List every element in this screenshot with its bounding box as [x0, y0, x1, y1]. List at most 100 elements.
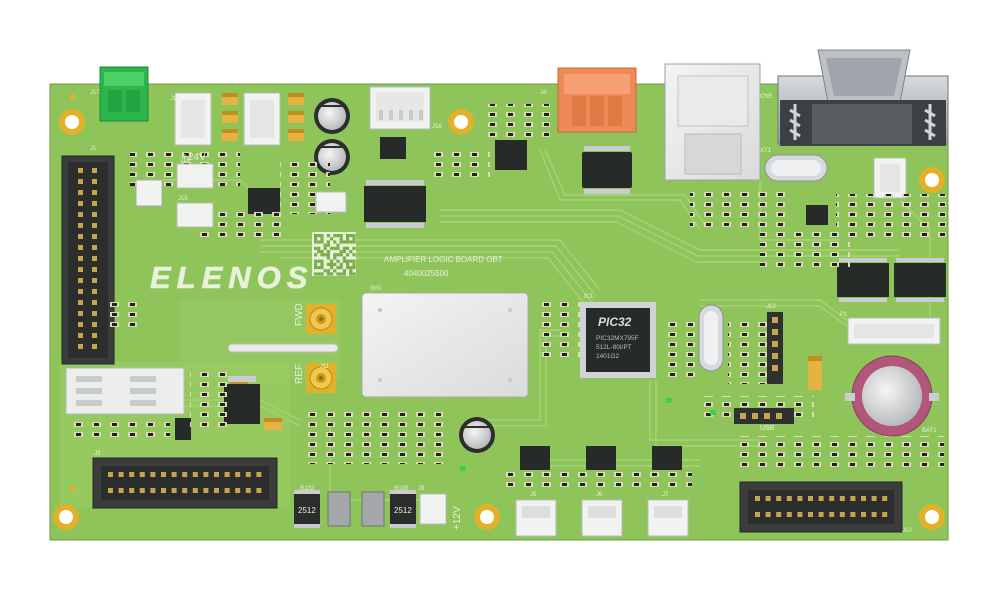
pin — [129, 472, 135, 477]
svg-text:IC1: IC1 — [584, 294, 594, 300]
pin — [818, 512, 824, 517]
pin — [314, 266, 318, 270]
pin — [78, 223, 83, 228]
pin — [797, 496, 803, 501]
crystal-vertical — [698, 304, 724, 372]
pin — [352, 259, 356, 263]
pin — [342, 240, 346, 244]
connector-slots — [522, 506, 682, 518]
pin — [339, 234, 343, 238]
inductors — [327, 491, 385, 527]
small-connectors — [176, 163, 447, 525]
pin — [92, 278, 97, 283]
svg-text:J6: J6 — [596, 492, 603, 498]
pin — [861, 496, 866, 501]
pin — [182, 488, 188, 493]
pin — [797, 512, 803, 517]
pin — [161, 488, 166, 493]
pin — [314, 262, 318, 266]
pin — [326, 240, 330, 244]
pin — [92, 179, 97, 184]
pin — [320, 237, 324, 241]
pin — [330, 272, 334, 276]
pin — [78, 179, 83, 184]
pin — [139, 488, 145, 493]
pin — [871, 496, 877, 501]
pin — [352, 262, 356, 266]
pin — [78, 322, 83, 327]
wire-link — [227, 343, 339, 353]
pin — [92, 289, 97, 294]
pin — [333, 269, 337, 273]
pin — [320, 262, 324, 266]
pin — [78, 168, 83, 173]
pin — [346, 240, 350, 244]
pin — [214, 472, 219, 477]
pin — [317, 246, 321, 250]
svg-text:J9: J9 — [418, 486, 425, 492]
svg-text:J1: J1 — [90, 146, 97, 152]
pin — [818, 496, 824, 501]
pin — [203, 488, 209, 493]
pin — [352, 266, 356, 270]
pin — [349, 269, 353, 273]
pin — [118, 472, 124, 477]
pin — [192, 472, 198, 477]
pin-header-j12 — [767, 312, 783, 384]
pin — [808, 496, 813, 501]
pin — [346, 246, 350, 250]
pin — [339, 240, 343, 244]
status-leds — [460, 398, 716, 471]
pin — [330, 259, 334, 263]
pin — [92, 322, 97, 327]
box-header-j1 — [61, 155, 115, 365]
crystal-xt1 — [764, 154, 828, 182]
pin — [326, 269, 330, 273]
pin — [320, 250, 324, 254]
pin — [245, 488, 251, 493]
pin — [346, 237, 350, 241]
pin — [349, 250, 353, 254]
svg-text:ELENOS: ELENOS — [150, 260, 313, 295]
pin — [333, 246, 337, 250]
pin — [352, 272, 356, 276]
pin — [92, 311, 97, 316]
pin — [333, 234, 337, 238]
svg-text:CN5: CN5 — [760, 94, 773, 100]
rf-connector-fwd — [306, 304, 336, 334]
pin — [346, 234, 350, 238]
pin — [150, 472, 156, 477]
tantalum-capacitors — [222, 93, 822, 430]
mounting-holes — [53, 94, 945, 530]
brand-logo: ELENOS — [150, 260, 313, 296]
pin — [78, 333, 83, 338]
pin — [336, 246, 340, 250]
pin — [78, 212, 83, 217]
pin — [92, 344, 97, 349]
pin — [882, 496, 888, 501]
pin — [326, 250, 330, 254]
board-part-number: 4040025500 — [404, 269, 449, 278]
pin — [776, 496, 782, 501]
svg-text:J5: J5 — [530, 492, 537, 498]
svg-text:512L-80I/PT: 512L-80I/PT — [596, 344, 632, 351]
pin — [314, 259, 318, 263]
pin — [336, 253, 340, 257]
pin — [92, 190, 97, 195]
svg-text:PIC32MX795F: PIC32MX795F — [596, 335, 639, 342]
label-ref: REF — [294, 364, 305, 384]
pin — [182, 472, 188, 477]
connector-j14 — [243, 92, 281, 146]
pin — [214, 488, 219, 493]
pin — [326, 256, 330, 260]
pin — [786, 512, 792, 517]
pin — [342, 269, 346, 273]
chip-module — [135, 179, 163, 207]
pin — [349, 240, 353, 244]
pin — [314, 237, 318, 241]
pin — [339, 272, 343, 276]
pin — [330, 266, 334, 270]
pin — [92, 300, 97, 305]
pin — [108, 472, 113, 477]
